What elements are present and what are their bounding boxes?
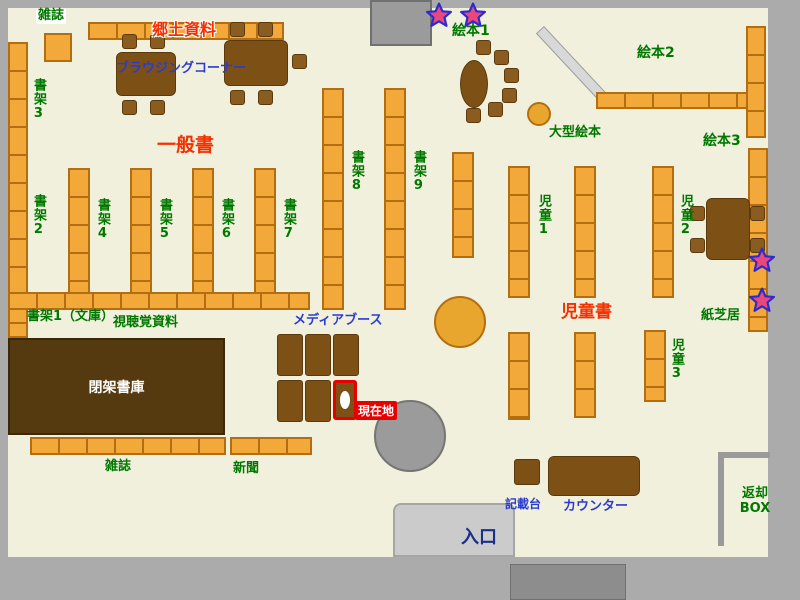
label-audio-visual: 視聴覚資料 [113,315,179,330]
label-children-3: 児童3 [668,338,684,382]
chair [488,102,503,117]
center-shelf [452,152,474,258]
bookshelf-8 [322,88,344,310]
label-counter: カウンター [563,499,629,514]
closed-stacks-room: 閉架書庫 [8,338,225,435]
return-box-wall-horizontal [718,452,770,458]
star-icon [460,2,486,27]
label-bookshelf-3: 書架3 [30,78,46,122]
top-pillar-block [370,0,432,46]
label-kamishibai: 紙芝居 [701,308,741,323]
label-magazines-bottom: 雑誌 [105,459,132,474]
chair [230,90,245,105]
star-icon [426,2,452,27]
chair [122,34,137,49]
bookshelf-4 [68,168,90,310]
entrance-mat [510,564,626,600]
label-return-box-line2: BOX [739,500,771,516]
chair [502,88,517,103]
label-children-2: 児童2 [677,194,693,238]
label-picture-book-3: 絵本3 [703,133,741,149]
media-booth-seat [305,380,331,422]
bookshelf-5 [130,168,152,310]
magazine-shelf-bottom [30,437,226,455]
chair [750,206,765,221]
browsing-table-1 [116,52,176,96]
newspaper-shelf [230,437,312,455]
label-bookshelf-5: 書架5 [156,198,172,242]
label-bookshelf-2: 書架2 [30,194,46,238]
story-time-bench [460,60,488,108]
label-children-1: 児童1 [535,194,551,238]
star-icon [749,247,775,272]
children-shelf-4 [508,332,530,420]
label-media-booth: メディアブース [293,313,383,328]
label-bookshelf-4: 書架4 [94,198,110,242]
chair [504,68,519,83]
picture-book-2-shelf [596,92,757,109]
label-local-materials: 郷土資料 [152,20,217,39]
label-return-box-line1: 返却 [741,486,768,501]
children-shelf-1 [508,166,530,298]
left-wall-shelf [8,42,28,338]
entrance-vestibule [393,503,515,557]
chair [150,100,165,115]
chair [230,22,245,37]
children-table [706,198,750,260]
label-bookshelf-6: 書架6 [218,198,234,242]
label-children-books: 児童書 [561,302,612,322]
label-general-books: 一般書 [157,134,215,156]
return-box-wall-vertical [718,452,724,546]
children-shelf-2 [574,166,596,298]
large-picture-book-stand [527,102,551,126]
children-shelf-3 [652,166,674,298]
bookshelf-7 [254,168,276,310]
label-bookshelf-8: 書架8 [348,150,364,194]
media-booth-seat [305,334,331,376]
label-return-box: 返却 BOX [733,486,777,517]
closed-stacks-label: 閉架書庫 [88,379,145,396]
current-location-badge: 現在地 [355,401,398,420]
round-table [434,296,486,348]
star-icon [749,287,775,312]
bookshelf-9 [384,88,406,310]
label-entrance: 入口 [461,527,497,548]
label-magazines-top: 雑誌 [36,8,67,24]
writing-desk [514,459,540,485]
label-writing-desk: 記載台 [505,497,542,511]
label-bookshelf-7: 書架7 [280,198,296,242]
chair [466,108,481,123]
media-booth-seat [333,334,359,376]
children-shelf-5 [574,332,596,418]
chair [258,22,273,37]
chair [258,90,273,105]
label-browsing-corner: ブラウジングコーナー [116,61,247,76]
media-booth-seat [277,380,303,422]
browsing-table-2 [224,40,288,86]
chair [690,238,705,253]
counter-desk [548,456,640,496]
magazine-rack-top [44,33,72,62]
label-bookshelf-1-bunko: 書架1（文庫） [27,309,115,324]
chair [150,34,165,49]
label-picture-book-2: 絵本2 [637,45,675,61]
chair [690,206,705,221]
label-large-picture-book: 大型絵本 [549,125,602,140]
chair [122,100,137,115]
chair [292,54,307,69]
bookshelf-6 [192,168,214,310]
label-picture-book-1: 絵本1 [452,23,490,39]
label-bookshelf-9: 書架9 [410,150,426,194]
current-location-booth [333,380,357,420]
media-booth-seat [277,334,303,376]
children-shelf-6 [644,330,666,402]
right-wall-shelf-top [746,26,766,138]
chair [476,40,491,55]
bookshelf-1-bunko-av-shelf [8,292,310,310]
chair [494,50,509,65]
label-newspapers: 新聞 [233,461,260,476]
